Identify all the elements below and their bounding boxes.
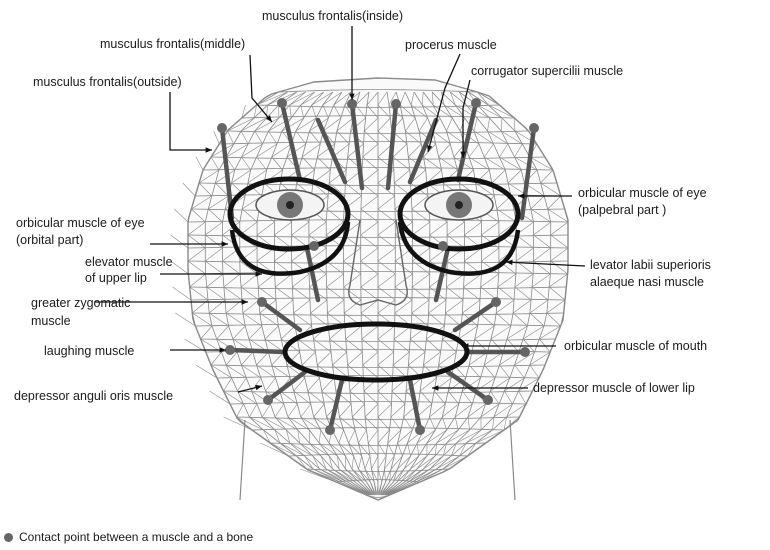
label-orbicular-mouth: orbicular muscle of mouth: [564, 339, 707, 353]
label-orbicular-eye-palpebral-1: orbicular muscle of eye: [578, 186, 707, 200]
right-pupil: [455, 201, 463, 209]
contact-point: [277, 98, 287, 108]
label-frontalis-inside: musculus frontalis(inside): [262, 9, 403, 23]
contact-point: [520, 347, 530, 357]
contact-point: [225, 345, 235, 355]
label-corrugator: corrugator supercilii muscle: [471, 64, 623, 78]
label-frontalis-middle: musculus frontalis(middle): [100, 37, 245, 51]
contact-point-marker-icon: [4, 533, 13, 542]
label-elevator-upper-lip-2: of upper lip: [85, 271, 147, 285]
contact-point: [529, 123, 539, 133]
label-greater-zygomatic-1: greater zygomatic: [31, 296, 130, 310]
contact-point: [438, 241, 448, 251]
label-depressor-lower-lip: depressor muscle of lower lip: [533, 381, 695, 395]
face-wireframe-mesh: [171, 78, 568, 500]
leader-line: [170, 92, 212, 150]
label-elevator-upper-lip-1: elevator muscle: [85, 255, 173, 269]
contact-point: [483, 395, 493, 405]
label-laughing: laughing muscle: [44, 344, 134, 358]
legend-text: Contact point between a muscle and a bon…: [19, 530, 253, 544]
legend: Contact point between a muscle and a bon…: [4, 530, 253, 544]
contact-point: [415, 425, 425, 435]
arrowhead-icon: [206, 147, 212, 152]
muscle-strand: [230, 350, 285, 352]
contact-point: [491, 297, 501, 307]
label-procerus: procerus muscle: [405, 38, 497, 52]
contact-point: [347, 99, 357, 109]
label-orbicular-eye-orbital-1: orbicular muscle of eye: [16, 216, 145, 230]
label-orbicular-eye-orbital-2: (orbital part): [16, 233, 83, 247]
left-pupil: [286, 201, 294, 209]
contact-point: [263, 395, 273, 405]
contact-point: [391, 99, 401, 109]
contact-point: [309, 241, 319, 251]
label-orbicular-eye-palpebral-2: (palpebral part ): [578, 203, 666, 217]
label-depressor-anguli: depressor anguli oris muscle: [14, 389, 173, 403]
label-frontalis-outside: musculus frontalis(outside): [33, 75, 182, 89]
label-levator-labii-2: alaeque nasi muscle: [590, 275, 704, 289]
label-greater-zygomatic-2: muscle: [31, 314, 71, 328]
contact-point: [257, 297, 267, 307]
contact-point: [217, 123, 227, 133]
contact-point: [325, 425, 335, 435]
contact-point: [471, 98, 481, 108]
label-levator-labii-1: levator labii superioris: [590, 258, 711, 272]
